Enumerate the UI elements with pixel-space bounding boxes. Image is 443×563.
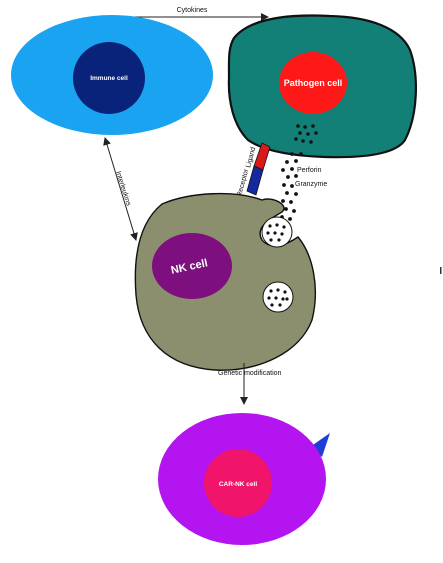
interleukins-label: Interleukins (114, 170, 132, 207)
pathogen-cell: Pathogen cell (227, 14, 417, 159)
perforin-label: Perforin (297, 167, 322, 174)
receptor-label: Receptor (236, 168, 250, 198)
nk-cell-nucleus (152, 233, 232, 299)
cytokines-label: Cytokines (177, 7, 208, 14)
immune-cell: Immune cell (11, 15, 213, 135)
genetic-modification-label: Genetic modification (218, 370, 282, 377)
pathogen-cell-nucleus (279, 52, 347, 114)
receptor-shape (246, 165, 264, 196)
immune-cell-label: Immune cell (90, 75, 128, 82)
granzyme-label: Granzyme (295, 181, 327, 188)
pathogen-cell-label: Pathogen cell (284, 78, 343, 88)
immune-cell-nucleus (73, 42, 145, 114)
car-nk-cell-label: CAR-NK cell (219, 481, 257, 488)
pathogen-granules (294, 124, 318, 144)
car-nk-cell-nucleus (204, 449, 272, 517)
receptor-ligand: Ligand Receptor (236, 142, 271, 198)
ligand-shape (253, 142, 271, 171)
car-nk-cell: CAR-NK cell (158, 413, 330, 545)
nk-granule-vesicle (262, 281, 294, 313)
nk-cell: NK cell (134, 192, 317, 371)
interleukins-arrow (103, 137, 138, 241)
nk-secretory-vesicle (261, 216, 293, 248)
edge-mark (440, 267, 442, 274)
perforin-granzyme-stream (280, 152, 303, 221)
